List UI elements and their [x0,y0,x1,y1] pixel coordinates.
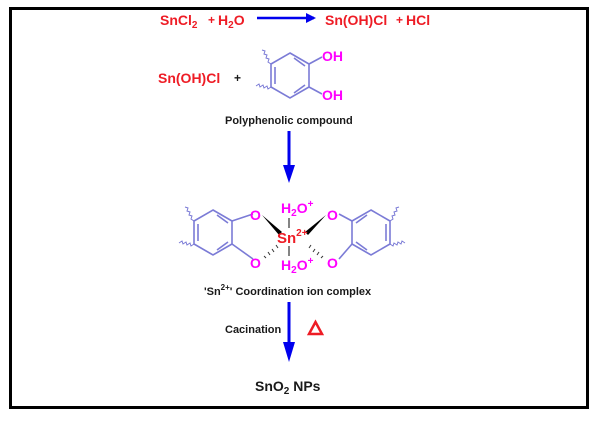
figure-frame [9,7,589,409]
wavy-bond [178,240,195,247]
wedge-bond [305,215,326,235]
reactant-snohcl: Sn(OH)Cl [158,70,220,86]
oxygen-label: O [250,255,261,271]
plus-sign: + [396,13,403,27]
heat-delta-icon [306,319,325,336]
oxygen-label: O [327,207,338,223]
reactant-sncl2: SnCl2 [160,12,198,31]
wavy-bond [184,206,195,222]
hydroxyl-label: OH [322,87,343,103]
oxygen-label: O [327,255,338,271]
oxygen-label: O [250,207,261,223]
calcination-label: Cacination [225,324,282,336]
reaction-2: Sn(OH)Cl + OH OH Polyphenolic compound [158,48,353,127]
polyphenol-structure: OH OH [255,48,343,103]
tin-center: Sn2+ [277,228,308,247]
product-hcl: HCl [406,12,430,28]
polyphenol-caption: Polyphenolic compound [225,115,353,127]
wavy-bond [261,49,272,65]
reactant-water: H2O [218,12,245,31]
plus-sign: + [208,13,215,27]
wavy-bond [389,206,400,222]
complex-caption: 'Sn2+' Coordination ion complex [204,283,372,298]
plus-sign: + [234,71,241,85]
hashed-bond [308,244,324,259]
hydroxyl-label: OH [322,48,343,64]
product-snohcl: Sn(OH)Cl [325,12,387,28]
wavy-bond [389,240,406,247]
sn-coordination-complex: O O O O H2O+ Sn2+ H2O+ [178,199,406,276]
wedge-bond [262,215,282,235]
reaction-1: SnCl2 + H2O Sn(OH)Cl + HCl [160,12,430,31]
hydronium-bottom: H2O+ [281,256,314,276]
wavy-bond [255,83,272,90]
arrow-head [283,165,295,183]
hydronium-top: H2O+ [281,199,314,219]
arrow-head [283,342,295,362]
final-product: SnO2 NPs [255,378,321,397]
hashed-bond [263,244,279,259]
